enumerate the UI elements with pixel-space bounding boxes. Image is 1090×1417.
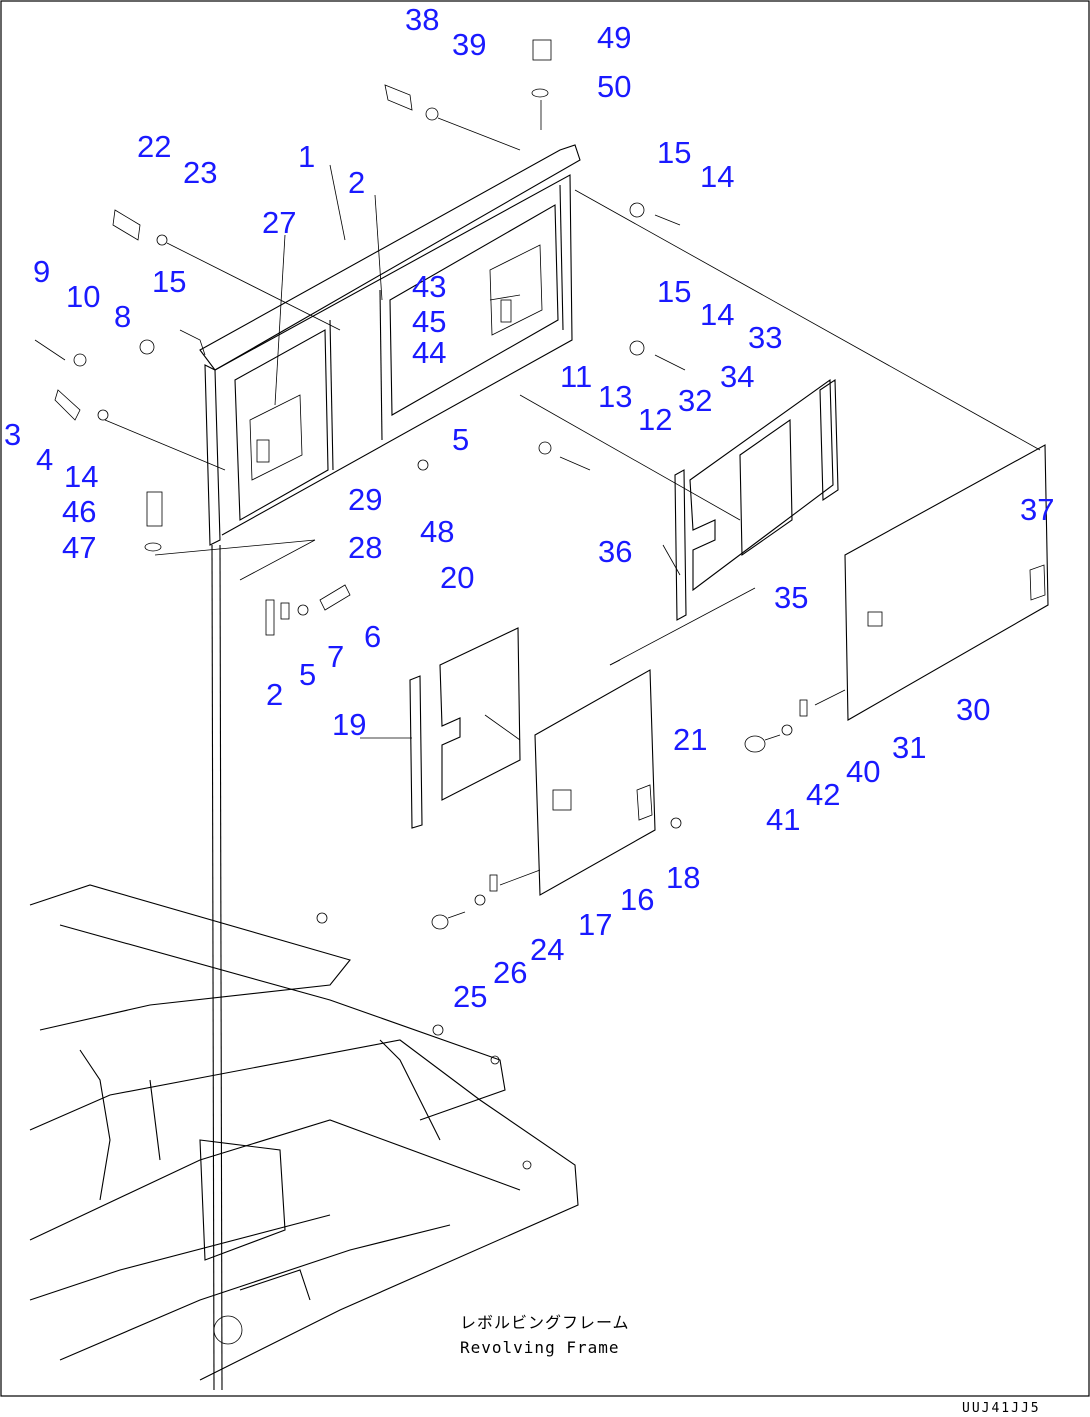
callout-13: 13: [598, 379, 632, 414]
callout-labels: 38 39 49 50 22 23 1 2 15 14 27 9 10 8 15…: [4, 2, 1054, 1014]
callout-19: 19: [332, 707, 366, 742]
callout-18: 18: [666, 860, 700, 895]
callout-14: 14: [700, 297, 734, 332]
insulation-pad-20: [409, 627, 521, 829]
callout-41: 41: [766, 802, 800, 837]
callout-22: 22: [137, 129, 171, 164]
frame-caption-english: Revolving Frame: [460, 1338, 620, 1357]
callout-21: 21: [673, 722, 707, 757]
callout-36: 36: [598, 534, 632, 569]
callout-4: 4: [36, 442, 53, 477]
callout-28: 28: [348, 530, 382, 565]
callout-43: 43: [412, 269, 446, 304]
callout-15: 15: [657, 274, 691, 309]
callout-47: 47: [62, 530, 96, 565]
rear-frame-panel: [179, 144, 581, 546]
callout-39: 39: [452, 27, 486, 62]
callout-27: 27: [262, 205, 296, 240]
callout-2: 2: [348, 165, 365, 200]
callout-42: 42: [806, 777, 840, 812]
callout-14: 14: [64, 459, 98, 494]
callout-14: 14: [700, 159, 734, 194]
callout-25: 25: [453, 979, 487, 1014]
callout-16: 16: [620, 882, 654, 917]
callout-30: 30: [956, 692, 990, 727]
callout-1: 1: [298, 139, 315, 174]
callout-15: 15: [152, 264, 186, 299]
callout-49: 49: [597, 20, 631, 55]
door-panel-16: [534, 659, 656, 896]
callout-32: 32: [678, 383, 712, 418]
leader-lines: [104, 100, 1041, 886]
hardware-parts: [34, 39, 808, 930]
callout-45: 45: [412, 304, 446, 339]
callout-5: 5: [299, 657, 316, 692]
frame-caption-japanese: レボルビングフレーム: [460, 1313, 630, 1332]
side-panel-30: [844, 444, 1049, 721]
callout-3: 3: [4, 417, 21, 452]
revolving-frame: [29, 884, 579, 1381]
insulation-pads-32-36: [674, 378, 839, 621]
callout-26: 26: [493, 955, 527, 990]
drawing-code: UUJ41JJ5: [962, 1401, 1041, 1416]
callout-12: 12: [638, 402, 672, 437]
callout-38: 38: [405, 2, 439, 37]
callout-9: 9: [33, 254, 50, 289]
callout-46: 46: [62, 494, 96, 529]
callout-35: 35: [774, 580, 808, 615]
callout-5: 5: [452, 422, 469, 457]
callout-33: 33: [748, 320, 782, 355]
reference-line: [219, 544, 223, 1391]
callout-48: 48: [420, 514, 454, 549]
callout-31: 31: [892, 730, 926, 765]
callout-7: 7: [327, 639, 344, 674]
callout-8: 8: [114, 299, 131, 334]
callout-15: 15: [657, 135, 691, 170]
callout-44: 44: [412, 335, 446, 370]
callout-29: 29: [348, 482, 382, 517]
callout-20: 20: [440, 560, 474, 595]
callout-23: 23: [183, 155, 217, 190]
callout-37: 37: [1020, 492, 1054, 527]
callout-17: 17: [578, 907, 612, 942]
callout-6: 6: [364, 619, 381, 654]
callout-40: 40: [846, 754, 880, 789]
callout-24: 24: [530, 932, 564, 967]
callout-10: 10: [66, 279, 100, 314]
callout-50: 50: [597, 69, 631, 104]
callout-34: 34: [720, 359, 754, 394]
callout-11: 11: [560, 359, 592, 394]
callout-2: 2: [266, 677, 283, 712]
